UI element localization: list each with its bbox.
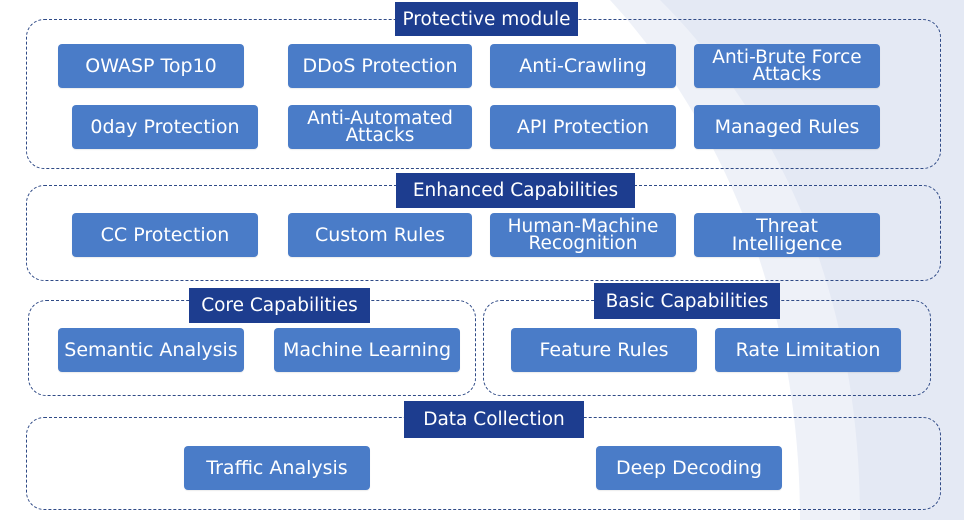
chip-anti-brute-force: Anti-Brute Force Attacks: [694, 44, 880, 88]
chip-custom-rules: Custom Rules: [288, 213, 472, 257]
protective-module-title: Protective module: [395, 2, 578, 36]
chip-semantic-analysis: Semantic Analysis: [58, 328, 244, 372]
chip-machine-learning: Machine Learning: [274, 328, 460, 372]
chip-anti-automated-attacks: Anti-Automated Attacks: [288, 105, 472, 149]
chip-deep-decoding: Deep Decoding: [596, 446, 782, 490]
chip-managed-rules: Managed Rules: [694, 105, 880, 149]
chip-feature-rules: Feature Rules: [511, 328, 697, 372]
data-collection-title: Data Collection: [404, 401, 584, 438]
chip-traffic-analysis: Traffic Analysis: [184, 446, 370, 490]
core-capabilities-title: Core Capabilities: [189, 288, 370, 323]
chip-human-machine-recognition: Human-Machine Recognition: [490, 213, 676, 257]
chip-0day-protection: 0day Protection: [72, 105, 258, 149]
chip-api-protection: API Protection: [490, 105, 676, 149]
enhanced-capabilities-title: Enhanced Capabilities: [396, 173, 635, 208]
chip-rate-limitation: Rate Limitation: [715, 328, 901, 372]
chip-ddos-protection: DDoS Protection: [288, 44, 472, 88]
chip-owasp-top10: OWASP Top10: [58, 44, 244, 88]
chip-anti-crawling: Anti-Crawling: [490, 44, 676, 88]
chip-threat-intelligence: Threat Intelligence: [694, 213, 880, 257]
chip-cc-protection: CC Protection: [72, 213, 258, 257]
basic-capabilities-title: Basic Capabilities: [594, 283, 780, 319]
